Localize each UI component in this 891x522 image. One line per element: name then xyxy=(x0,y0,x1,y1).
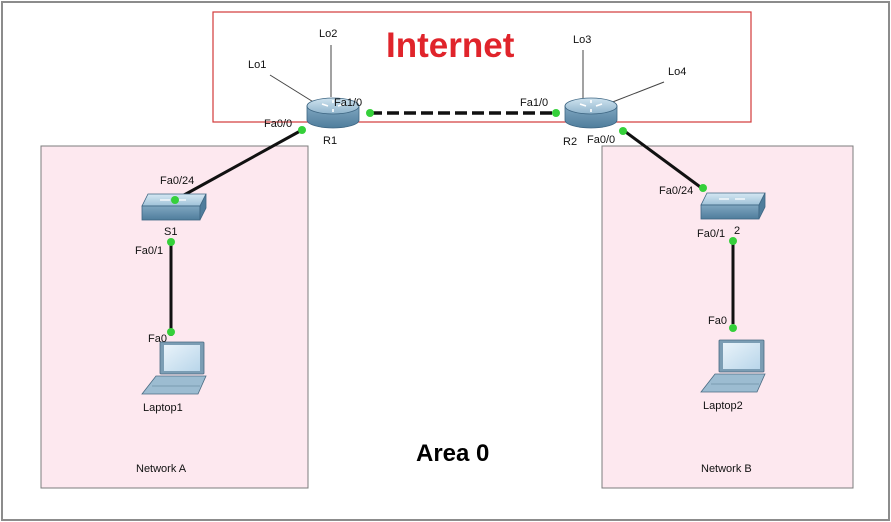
s1-label: S1 xyxy=(164,226,178,238)
status-dot-s2-fa024 xyxy=(699,184,707,192)
router-r1-icon[interactable] xyxy=(306,97,360,129)
r2-fa10-label: Fa1/0 xyxy=(520,97,549,109)
lo4-label: Lo4 xyxy=(668,66,687,78)
status-dot-laptop2-fa0 xyxy=(729,324,737,332)
lo2-label: Lo2 xyxy=(319,28,338,40)
s1-fa01-label: Fa0/1 xyxy=(135,245,164,257)
internet-area xyxy=(212,11,752,123)
laptop2-label: Laptop2 xyxy=(703,400,743,412)
r1-fa10-label: Fa1/0 xyxy=(334,97,363,109)
status-dot-r1-fa00 xyxy=(298,126,306,134)
status-dot-s1-fa024 xyxy=(171,196,179,204)
s2-fa024-label: Fa0/24 xyxy=(659,185,694,197)
status-dot-r2-fa00 xyxy=(619,127,627,135)
lo1-line xyxy=(269,74,316,104)
s1-fa024-label: Fa0/24 xyxy=(160,175,195,187)
laptop1-label: Laptop1 xyxy=(143,402,183,414)
s2-fa01-label: Fa0/1 xyxy=(697,228,726,240)
switch-s2-icon[interactable] xyxy=(700,192,766,220)
status-dot-laptop1-fa0 xyxy=(167,328,175,336)
s2-label: 2 xyxy=(734,225,741,237)
laptop2-fa0-label: Fa0 xyxy=(708,315,727,327)
laptop1-icon[interactable] xyxy=(141,341,207,395)
link-status-dots xyxy=(167,109,737,336)
r2-fa00-label: Fa0/0 xyxy=(587,134,616,146)
network-a-label: Network A xyxy=(136,463,187,475)
link-r2-s2[interactable] xyxy=(622,128,704,191)
area0-label: Area 0 xyxy=(416,440,490,467)
status-dot-s1-fa01 xyxy=(167,238,175,246)
internet-label: Internet xyxy=(386,26,515,65)
router-r2-icon[interactable] xyxy=(564,97,618,129)
lo4-line xyxy=(609,81,665,104)
lo1-label: Lo1 xyxy=(248,59,267,71)
status-dot-s2-fa01 xyxy=(729,237,737,245)
lo3-label: Lo3 xyxy=(573,34,592,46)
r2-label: R2 xyxy=(563,136,578,148)
laptop1-fa0-label: Fa0 xyxy=(148,333,167,345)
r1-fa00-label: Fa0/0 xyxy=(264,118,293,130)
link-r1-s1[interactable] xyxy=(174,128,303,202)
network-b-label: Network B xyxy=(701,463,752,475)
r1-label: R1 xyxy=(323,135,338,147)
laptop2-icon[interactable] xyxy=(700,339,766,393)
status-dot-r1-fa10 xyxy=(366,109,374,117)
status-dot-r2-fa10 xyxy=(552,109,560,117)
